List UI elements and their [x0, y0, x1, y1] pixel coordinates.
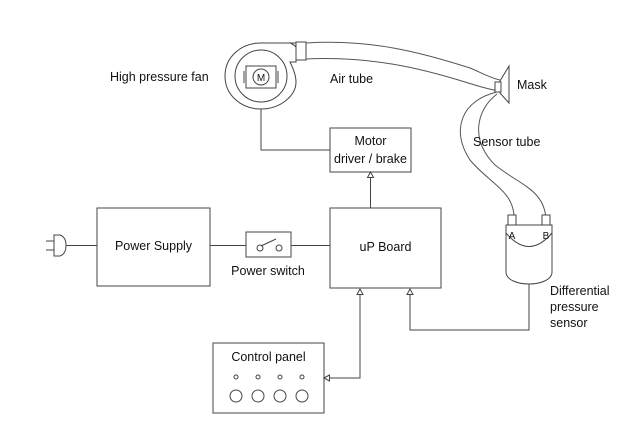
- port-a-label: A: [509, 231, 516, 242]
- up-board-block: [329, 207, 442, 289]
- power-switch-label: Power switch: [231, 264, 305, 278]
- panel-button: [229, 389, 243, 403]
- fan-label: High pressure fan: [110, 70, 209, 84]
- control-panel-indicators: [233, 374, 305, 380]
- panel-button: [295, 389, 309, 403]
- sensor-to-board-wire: [409, 288, 530, 331]
- port-b-label: B: [543, 231, 550, 242]
- motor-driver-label-line2: driver / brake: [334, 152, 407, 166]
- differential-pressure-sensor: A B: [505, 214, 553, 288]
- sensor-to-board-arrow: [406, 287, 414, 295]
- panel-button: [251, 389, 265, 403]
- up-board-label: uP Board: [360, 240, 412, 254]
- sensor-tube: [459, 91, 547, 221]
- board-to-driver-arrow: [366, 170, 375, 178]
- switch-icon: [245, 231, 292, 258]
- control-panel-buttons: [229, 389, 309, 403]
- air-tube-label: Air tube: [330, 72, 373, 86]
- power-supply-block: [96, 207, 211, 287]
- motor-symbol: M: [257, 73, 265, 84]
- indicator-led: [277, 374, 283, 380]
- panel-to-board-arrow-up: [356, 287, 364, 295]
- mask-label: Mask: [517, 78, 548, 92]
- indicator-led: [233, 374, 239, 380]
- sensor-tube-label: Sensor tube: [473, 135, 540, 149]
- mask-icon: [494, 64, 510, 105]
- power-switch: [245, 231, 292, 258]
- panel-to-board-wire: [329, 294, 361, 379]
- sensor-label-line2: pressure: [550, 300, 599, 314]
- indicator-led: [299, 374, 305, 380]
- control-panel-label: Control panel: [231, 350, 305, 364]
- air-tube: [305, 41, 501, 92]
- centrifugal-fan-icon: M: [224, 41, 307, 110]
- power-plug-icon: [46, 234, 97, 257]
- motor-driver-label-line1: Motor: [355, 134, 387, 148]
- indicator-led: [255, 374, 261, 380]
- panel-button: [273, 389, 287, 403]
- sensor-label-line3: sensor: [550, 316, 588, 330]
- driver-to-fan-wire: [260, 103, 330, 151]
- board-to-panel-arrow-left: [322, 374, 330, 382]
- sensor-label-line1: Differential: [550, 284, 610, 298]
- power-supply-label: Power Supply: [115, 239, 193, 253]
